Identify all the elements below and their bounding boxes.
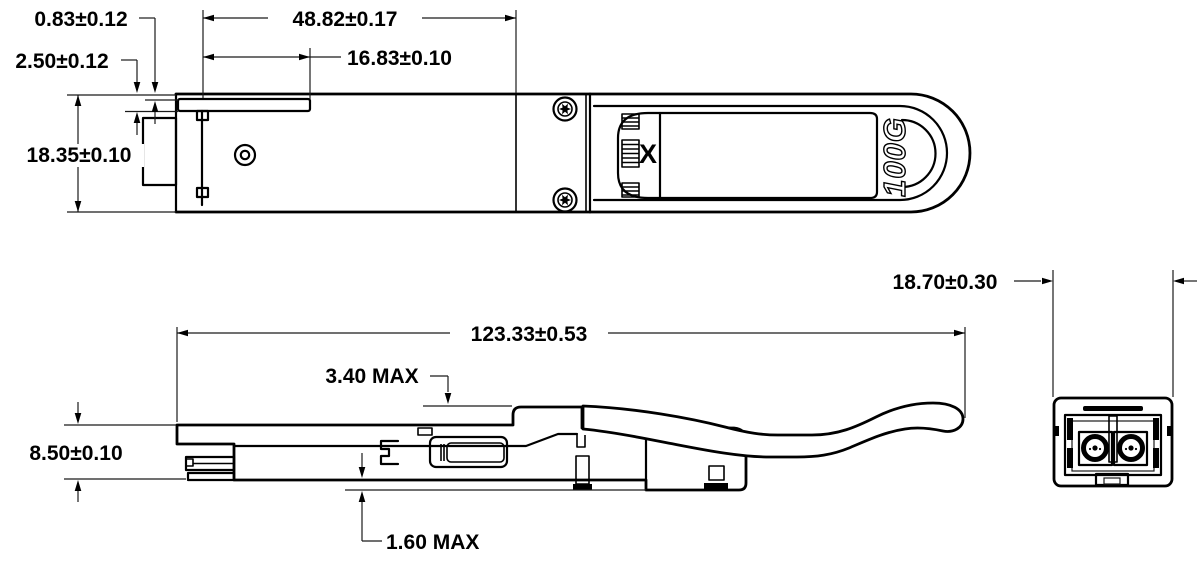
top-view-dimensions: 48.82±0.17 16.83±0.10 0.83±0.12 2.50±0.1… [14,7,517,213]
dim-1-60-max: 1.60 MAX [386,531,479,554]
latch-slider [417,427,509,469]
side-view-dimensions: 123.33±0.53 3.40 MAX 8.50±0.10 1.60 MAX [29,322,966,554]
dim-8-50: 8.50±0.10 [29,442,122,465]
top-view: X 100G [141,92,972,214]
dim-3-40-max: 3.40 MAX [325,365,418,388]
dim-18-35: 18.35±0.10 [27,144,132,167]
torx-screw-icon [552,96,578,122]
speed-marking-text: 100G [877,117,912,197]
top-view-left-protrusion [141,116,178,187]
dim-18-70: 18.70±0.30 [893,271,998,294]
mounting-feet [573,455,728,490]
top-view-rail [176,97,312,113]
dim-0-83: 0.83±0.12 [34,8,127,31]
end-view-top-slot [1083,406,1143,411]
end-view-dimensions: 18.70±0.30 [893,270,1197,397]
rail-notch [195,109,210,122]
label-hatch-bars [621,113,640,198]
rail-notch [195,186,210,199]
dim-2-50: 2.50±0.12 [15,50,108,73]
dim-16-83: 16.83±0.10 [347,47,452,70]
end-view [1052,396,1174,488]
pcb-edge-fingers [184,455,236,482]
torx-screw-icon [552,187,578,213]
side-view [175,401,965,492]
dim-123-33: 123.33±0.53 [471,323,588,346]
lc-ferrule-icon [1112,430,1149,467]
pull-tab-handle [581,401,965,459]
label-x-mark: X [639,139,657,169]
center-screw-icon [233,143,257,167]
latch-hook [379,439,400,466]
pull-tab-top-view: X 100G [588,92,972,214]
dim-48-82: 48.82±0.17 [293,8,398,31]
lc-ferrule-icon [1077,430,1114,467]
end-view-bottom-tab [1094,472,1130,487]
